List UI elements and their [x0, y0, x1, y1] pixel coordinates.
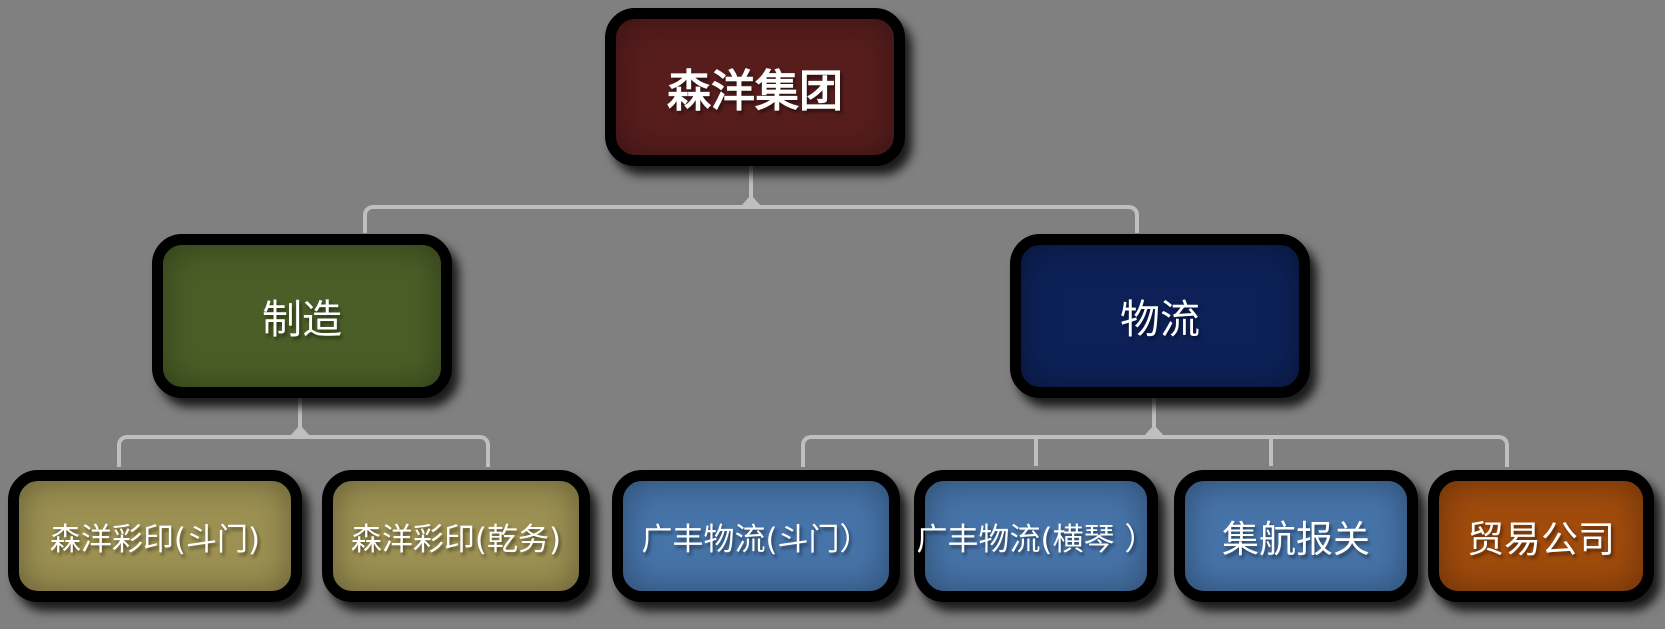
org-node-senyang-qianwu-label: 森洋彩印(乾务)	[350, 521, 562, 558]
org-node-trading-company-label: 贸易公司	[1467, 518, 1615, 561]
org-node-guangfeng-hengqin-label: 广丰物流(横琴 ）	[916, 521, 1156, 558]
org-node-guangfeng-hengqin: 广丰物流(横琴 ）	[914, 470, 1158, 602]
org-node-jihang-customs: 集航报关	[1174, 470, 1418, 602]
connector-drop-jihang-customs	[1269, 437, 1273, 466]
org-node-senyang-qianwu: 森洋彩印(乾务)	[322, 470, 590, 602]
connector-logistics-bracket	[801, 435, 1509, 467]
org-node-manufacturing: 制造	[152, 234, 452, 398]
org-node-guangfeng-doumen: 广丰物流(斗门）	[612, 470, 900, 602]
connector-root-stub	[749, 166, 753, 207]
org-node-trading-company: 贸易公司	[1428, 470, 1654, 602]
connector-manufacturing-stub	[298, 394, 302, 437]
org-node-senyang-doumen-label: 森洋彩印(斗门)	[49, 521, 261, 558]
org-node-manufacturing-label: 制造	[262, 297, 342, 343]
org-node-root: 森洋集团	[605, 8, 905, 166]
connector-drop-guangfeng-hengqin	[1034, 437, 1038, 466]
connector-manufacturing-bracket	[117, 435, 490, 467]
connector-root-bracket	[363, 205, 1139, 233]
connector-logistics-stub	[1152, 394, 1156, 437]
org-node-senyang-doumen: 森洋彩印(斗门)	[8, 470, 302, 602]
org-node-logistics: 物流	[1010, 234, 1310, 398]
org-node-logistics-label: 物流	[1120, 297, 1200, 343]
org-node-guangfeng-doumen-label: 广丰物流(斗门）	[641, 521, 871, 558]
org-node-root-label: 森洋集团	[667, 66, 843, 117]
org-node-jihang-customs-label: 集航报关	[1222, 518, 1370, 561]
